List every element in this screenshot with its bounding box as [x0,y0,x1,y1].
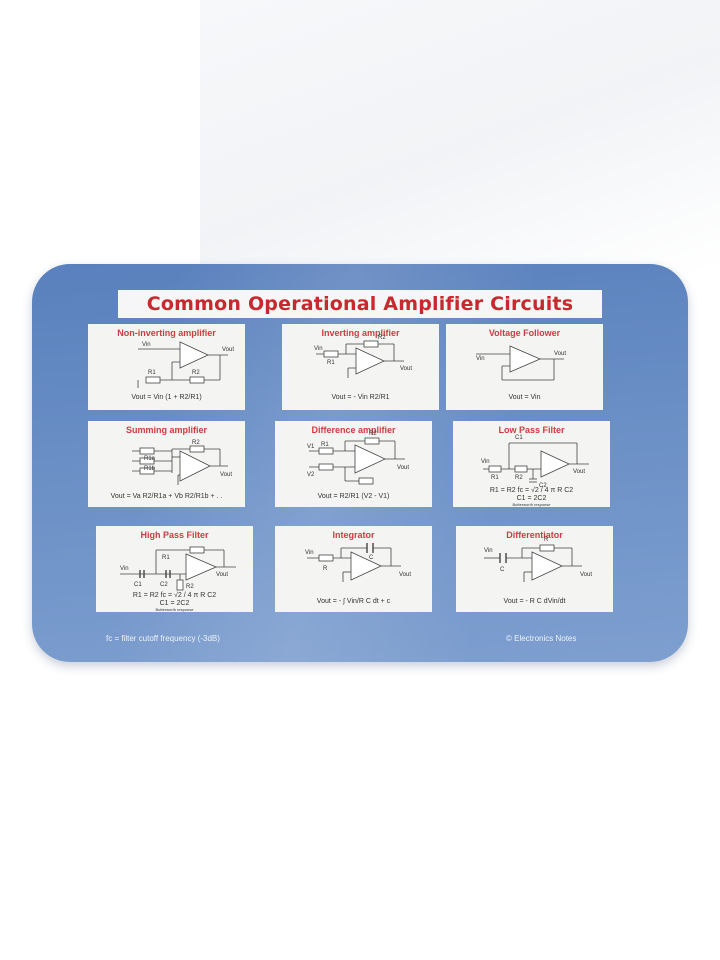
label-r1: R1 [321,442,329,448]
panel-formula: Vout = Vin [508,394,541,401]
label-vout: Vout [216,572,228,578]
label-vout: Vout [397,465,409,471]
label-r1: R1 [148,370,156,376]
label-vout: Vout [400,366,412,372]
label-c1: C1 [515,435,523,441]
panel-summing-amplifier: Summing amplifier R1a R1b R2 Vout Vout =… [88,421,245,507]
label-r1b: R1b [144,466,156,472]
panel-non-inverting-amplifier: Non-inverting amplifier Vin Vout R1 R2 V… [88,324,245,410]
label-r1: R1 [162,555,170,561]
panel-title: Voltage Follower [488,328,561,338]
circuit-diagram: C1 Vin R1 R2 C2 Vout [481,435,589,489]
label-vout: Vout [554,351,566,357]
panel-formula: Vout = Va R2/R1a + Vb R2/R1b + . . [110,493,223,500]
label-vout: Vout [222,347,234,353]
label-r2: R2 [192,370,200,376]
label-r1: R1 [327,360,335,366]
label-v2: V2 [307,472,315,478]
panel-difference-amplifier: Difference amplifier V1 V2 R1 R2 Vout Vo… [275,421,432,507]
panel-formula: Vout = - Vin R2/R1 [331,394,390,401]
label-vin: Vin [305,550,314,556]
label-c1: C1 [134,582,142,588]
label-c: C [500,567,505,573]
circuit-diagram: R1a R1b R2 Vout [132,440,232,485]
panel-formula: Vout = - ∫ Vin/R C dt + c [316,598,391,605]
pad-title: Common Operational Amplifier Circuits [146,293,574,315]
panel-high-pass-filter: High Pass Filter Vin C1 C2 R1 R2 Vout R1… [96,526,253,612]
panel-note: Butterworth response [155,607,194,612]
circuit-diagram: Vin C1 C2 R1 R2 Vout [120,546,236,591]
panel-inverting-amplifier: Inverting amplifier Vin R1 R2 Vout Vout … [282,324,439,410]
label-c: C [369,555,374,561]
label-vin: Vin [484,548,493,554]
panel-title: Non-inverting amplifier [117,328,216,338]
panel-low-pass-filter: Low Pass Filter C1 Vin R1 R2 C2 Vout R1 … [453,421,610,507]
label-vin: Vin [476,356,485,362]
panel-note: Butterworth response [512,502,551,507]
title-bar: Common Operational Amplifier Circuits [118,290,602,318]
label-vout: Vout [399,572,411,578]
panel-formula-2: C1 = 2C2 [159,600,190,607]
panel-voltage-follower: Voltage Follower Vin Vout Vout = Vin [446,324,603,410]
footer-note: fc = filter cutoff frequency (-3dB) [106,634,220,643]
label-r2: R2 [192,440,200,446]
label-r1: R1 [491,475,499,481]
label-vout: Vout [573,469,585,475]
panel-title: Inverting amplifier [321,328,400,338]
label-vin: Vin [120,566,129,572]
label-v1: V1 [307,444,315,450]
label-r2: R2 [378,335,386,341]
panel-formula: Vout = - R C dVin/dt [503,598,566,605]
circuit-diagram: Vin R1 R2 Vout [314,335,412,378]
panel-formula-2: C1 = 2C2 [516,495,547,502]
circuit-diagram: Vin Vout R1 R2 [137,341,234,388]
label-r1a: R1a [144,456,156,462]
label-r2: R2 [186,584,194,590]
panel-integrator: Integrator Vin R C Vout Vout = - ∫ Vin/R… [275,526,432,612]
footer-copyright: © Electronics Notes [506,634,577,643]
label-vout: Vout [580,572,592,578]
panel-title: Differentiator [506,530,563,540]
panel-title: Integrator [332,530,375,540]
panel-formula: R1 = R2 fc = √2 / 4 π R C2 [132,592,217,599]
label-vin: Vin [314,346,323,352]
label-vout: Vout [220,472,232,478]
circuit-diagram: V1 V2 R1 R2 Vout [307,431,409,485]
label-c2: C2 [160,582,168,588]
panel-formula: Vout = Vin (1 + R2/R1) [131,394,202,401]
panel-title: Summing amplifier [125,425,207,435]
label-vin: Vin [142,342,151,348]
circuit-diagram: Vin Vout [476,345,566,381]
circuit-diagram: Vin R C Vout [305,543,411,582]
label-vin: Vin [481,459,490,465]
panel-formula: Vout = R2/R1 (V2 - V1) [317,493,390,500]
panel-title: Difference amplifier [311,425,396,435]
label-r: R [544,537,549,543]
circuit-diagram: Vin C R Vout [484,537,592,582]
mouse-pad: Common Operational Amplifier Circuits No… [32,264,688,662]
label-r2: R2 [369,431,377,437]
panel-title: Low Pass Filter [498,425,565,435]
panel-differentiator: Differentiator Vin C R Vout Vout = - R C… [456,526,613,612]
label-r2: R2 [515,475,523,481]
panel-formula: R1 = R2 fc = √2 / 4 π R C2 [489,487,574,494]
label-c2: C2 [539,483,547,489]
label-r: R [323,566,328,572]
panel-title: High Pass Filter [140,530,209,540]
